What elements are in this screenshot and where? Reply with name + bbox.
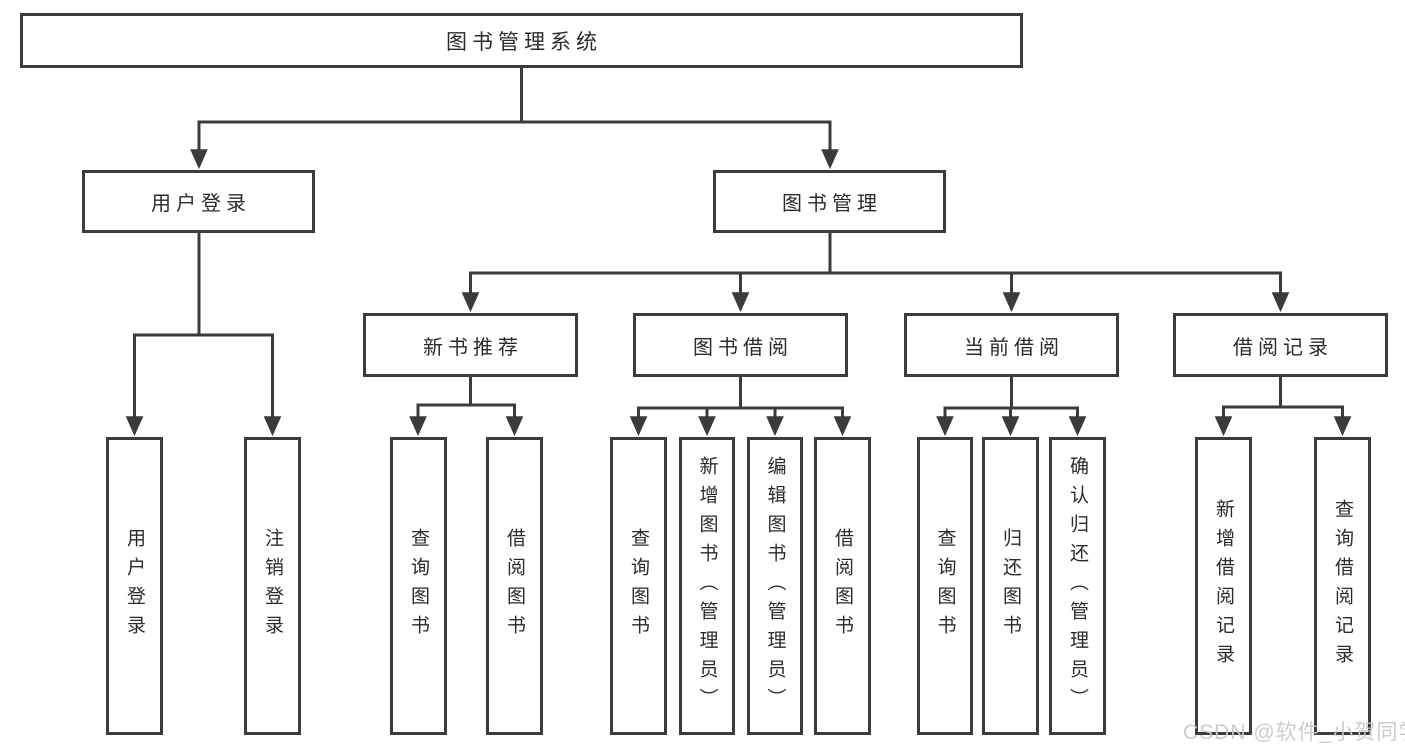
leaf-label: 查询图书 <box>628 528 649 644</box>
node-current-borrowing: 当前借阅 <box>904 313 1119 377</box>
node-leaf-query-borrow-record: 查询借阅记录 <box>1314 437 1371 735</box>
node-leaf-return-books: 归还图书 <box>982 437 1039 735</box>
leaf-label: 新增借阅记录 <box>1213 499 1234 673</box>
leaf-label: 借阅图书 <box>832 528 853 644</box>
node-leaf-query-books-borrowing: 查询图书 <box>610 437 667 735</box>
leaf-label: 新增图书（管理员） <box>696 455 718 717</box>
node-leaf-edit-books-admin: 编辑图书（管理员） <box>747 437 803 735</box>
node-leaf-borrow-books-borrowing: 借阅图书 <box>814 437 871 735</box>
leaf-label: 查询借阅记录 <box>1332 499 1353 673</box>
leaf-label: 归还图书 <box>1000 528 1021 644</box>
node-leaf-add-borrow-record: 新增借阅记录 <box>1195 437 1252 735</box>
node-leaf-query-books-recommend: 查询图书 <box>390 437 447 735</box>
leaf-label: 借阅图书 <box>504 528 525 644</box>
node-borrowing-records: 借阅记录 <box>1173 313 1388 377</box>
node-leaf-borrow-books-recommend: 借阅图书 <box>486 437 543 735</box>
node-book-management: 图书管理 <box>713 170 946 233</box>
leaf-label: 注销登录 <box>262 528 283 644</box>
node-new-book-recommendation: 新书推荐 <box>363 313 578 377</box>
leaf-label: 查询图书 <box>934 528 956 644</box>
csdn-watermark: CSDN @软件_小贺同学 <box>1183 721 1405 744</box>
node-library-management-system: 图书管理系统 <box>20 13 1023 68</box>
leaf-label: 查询图书 <box>408 528 429 644</box>
node-leaf-add-books-admin: 新增图书（管理员） <box>679 437 735 735</box>
node-leaf-user-login: 用户登录 <box>106 437 163 735</box>
node-book-borrowing: 图书借阅 <box>633 313 848 377</box>
node-leaf-logout: 注销登录 <box>244 437 301 735</box>
node-leaf-confirm-return-admin: 确认归还（管理员） <box>1049 437 1106 735</box>
leaf-label: 确认归还（管理员） <box>1067 455 1088 717</box>
leaf-label: 用户登录 <box>124 528 145 644</box>
leaf-label: 编辑图书（管理员） <box>764 455 786 717</box>
node-leaf-query-books-current: 查询图书 <box>917 437 973 735</box>
node-user-login: 用户登录 <box>82 170 315 233</box>
